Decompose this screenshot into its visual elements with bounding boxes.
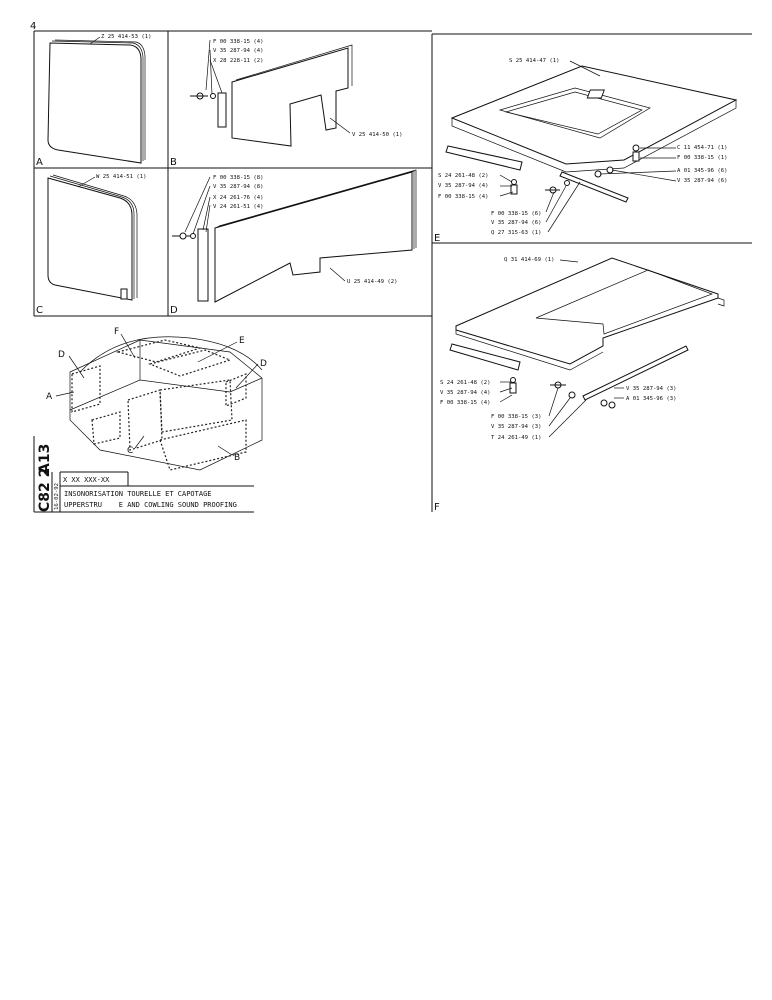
panel-c: W 25 414-51 (1) C [36, 174, 147, 316]
label-f-2: V 35 287-94 (3) [626, 386, 677, 392]
panel-a: Z 25 414-53 (1) A [36, 34, 152, 168]
callout-d-right: D [260, 359, 267, 369]
label-f-1: Q 31 414-69 (1) [504, 257, 555, 263]
label-e-11: Q 27 315-63 (1) [491, 230, 542, 236]
label-f-5: V 35 287-94 (4) [440, 390, 491, 396]
label-e-6: S 24 261-48 (2) [438, 173, 489, 179]
label-f-6: F 00 338-15 (4) [440, 400, 491, 406]
label-d-4: V 24 261-51 (4) [213, 204, 264, 210]
label-c-1: W 25 414-51 (1) [96, 174, 147, 180]
label-e-3: F 00 338-15 (1) [677, 155, 728, 161]
label-b-3: X 28 228-11 (2) [213, 58, 264, 64]
panel-letter-e: E [434, 233, 440, 244]
corner-strip [197, 228, 209, 302]
title-en: UPPERSTRU E AND COWLING SOUND PROOFING [64, 501, 237, 509]
label-e-8: F 00 338-15 (4) [438, 194, 489, 200]
panel-letter-d: D [170, 305, 178, 316]
label-e-5: V 35 287-94 (6) [677, 178, 728, 184]
label-b-1: F 00 338-15 (4) [213, 39, 264, 45]
label-e-9: F 00 338-15 (6) [491, 211, 542, 217]
label-f-9: T 24 261-49 (1) [491, 435, 542, 441]
label-e-2: C 11 454-71 (1) [677, 145, 728, 151]
label-d-5: U 25 414-49 (2) [347, 279, 398, 285]
label-f-8: V 35 287-94 (3) [491, 424, 542, 430]
callout-c: C [127, 446, 133, 456]
panel-e: S 25 414-47 (1) C 11 454-71 (1) F 00 338… [434, 58, 738, 244]
drawing-code-bottom: C82 2 [37, 468, 53, 512]
label-d-1: F 00 338-15 (8) [213, 175, 264, 181]
grommet-icon [632, 144, 640, 152]
callout-f: F [114, 327, 119, 337]
bolt-icon [179, 232, 187, 240]
drawing-date: 16-02-92 [54, 483, 60, 510]
panel-d: F 00 338-15 (8) V 35 287-94 (8) X 24 261… [170, 169, 417, 316]
label-a-1: Z 25 414-53 (1) [101, 34, 152, 40]
callout-a: A [46, 392, 53, 402]
panel-letter-c: C [36, 305, 43, 316]
label-f-3: A 01 345-96 (3) [626, 396, 677, 402]
callout-b: B [234, 453, 240, 463]
label-e-7: V 35 287-94 (4) [438, 183, 489, 189]
label-e-1: S 25 414-47 (1) [509, 58, 560, 64]
panel-letter-a: A [36, 157, 43, 168]
drawing-code-top: A13 [37, 444, 53, 474]
drawing-ref: X XX XXX-XX [63, 476, 110, 484]
spacer-bar [217, 92, 227, 128]
callout-e: E [239, 336, 245, 346]
label-b-2: V 35 287-94 (4) [213, 48, 264, 54]
panel-f: Q 31 414-69 (1) V 35 287-94 (3) A 01 345… [434, 257, 725, 513]
page-number: 4 [30, 21, 36, 32]
washer-icon [190, 233, 196, 239]
panel-frame [33, 30, 752, 512]
label-f-4: S 24 261-48 (2) [440, 380, 491, 386]
label-e-10: V 35 287-94 (6) [491, 220, 542, 226]
title-block: A13 C82 2 16-02-92 X XX XXX-XX INSONORIS… [33, 436, 254, 513]
panel-b: F 00 338-15 (4) V 35 287-94 (4) X 28 228… [170, 39, 403, 168]
label-d-2: V 35 287-94 (8) [213, 184, 264, 190]
panel-letter-b: B [170, 157, 177, 168]
label-b-4: V 25 414-50 (1) [352, 132, 403, 138]
overview-assembly: F E D D A C B [46, 327, 267, 471]
callout-d-left: D [58, 350, 65, 360]
label-e-4: A 01 345-96 (6) [677, 168, 728, 174]
title-fr: INSONORISATION TOURELLE ET CAPOTAGE [64, 490, 212, 498]
panel-letter-f: F [434, 502, 440, 513]
label-f-7: F 00 338-15 (3) [491, 414, 542, 420]
label-d-3: X 24 261-76 (4) [213, 195, 264, 201]
washer-icon [210, 93, 216, 99]
